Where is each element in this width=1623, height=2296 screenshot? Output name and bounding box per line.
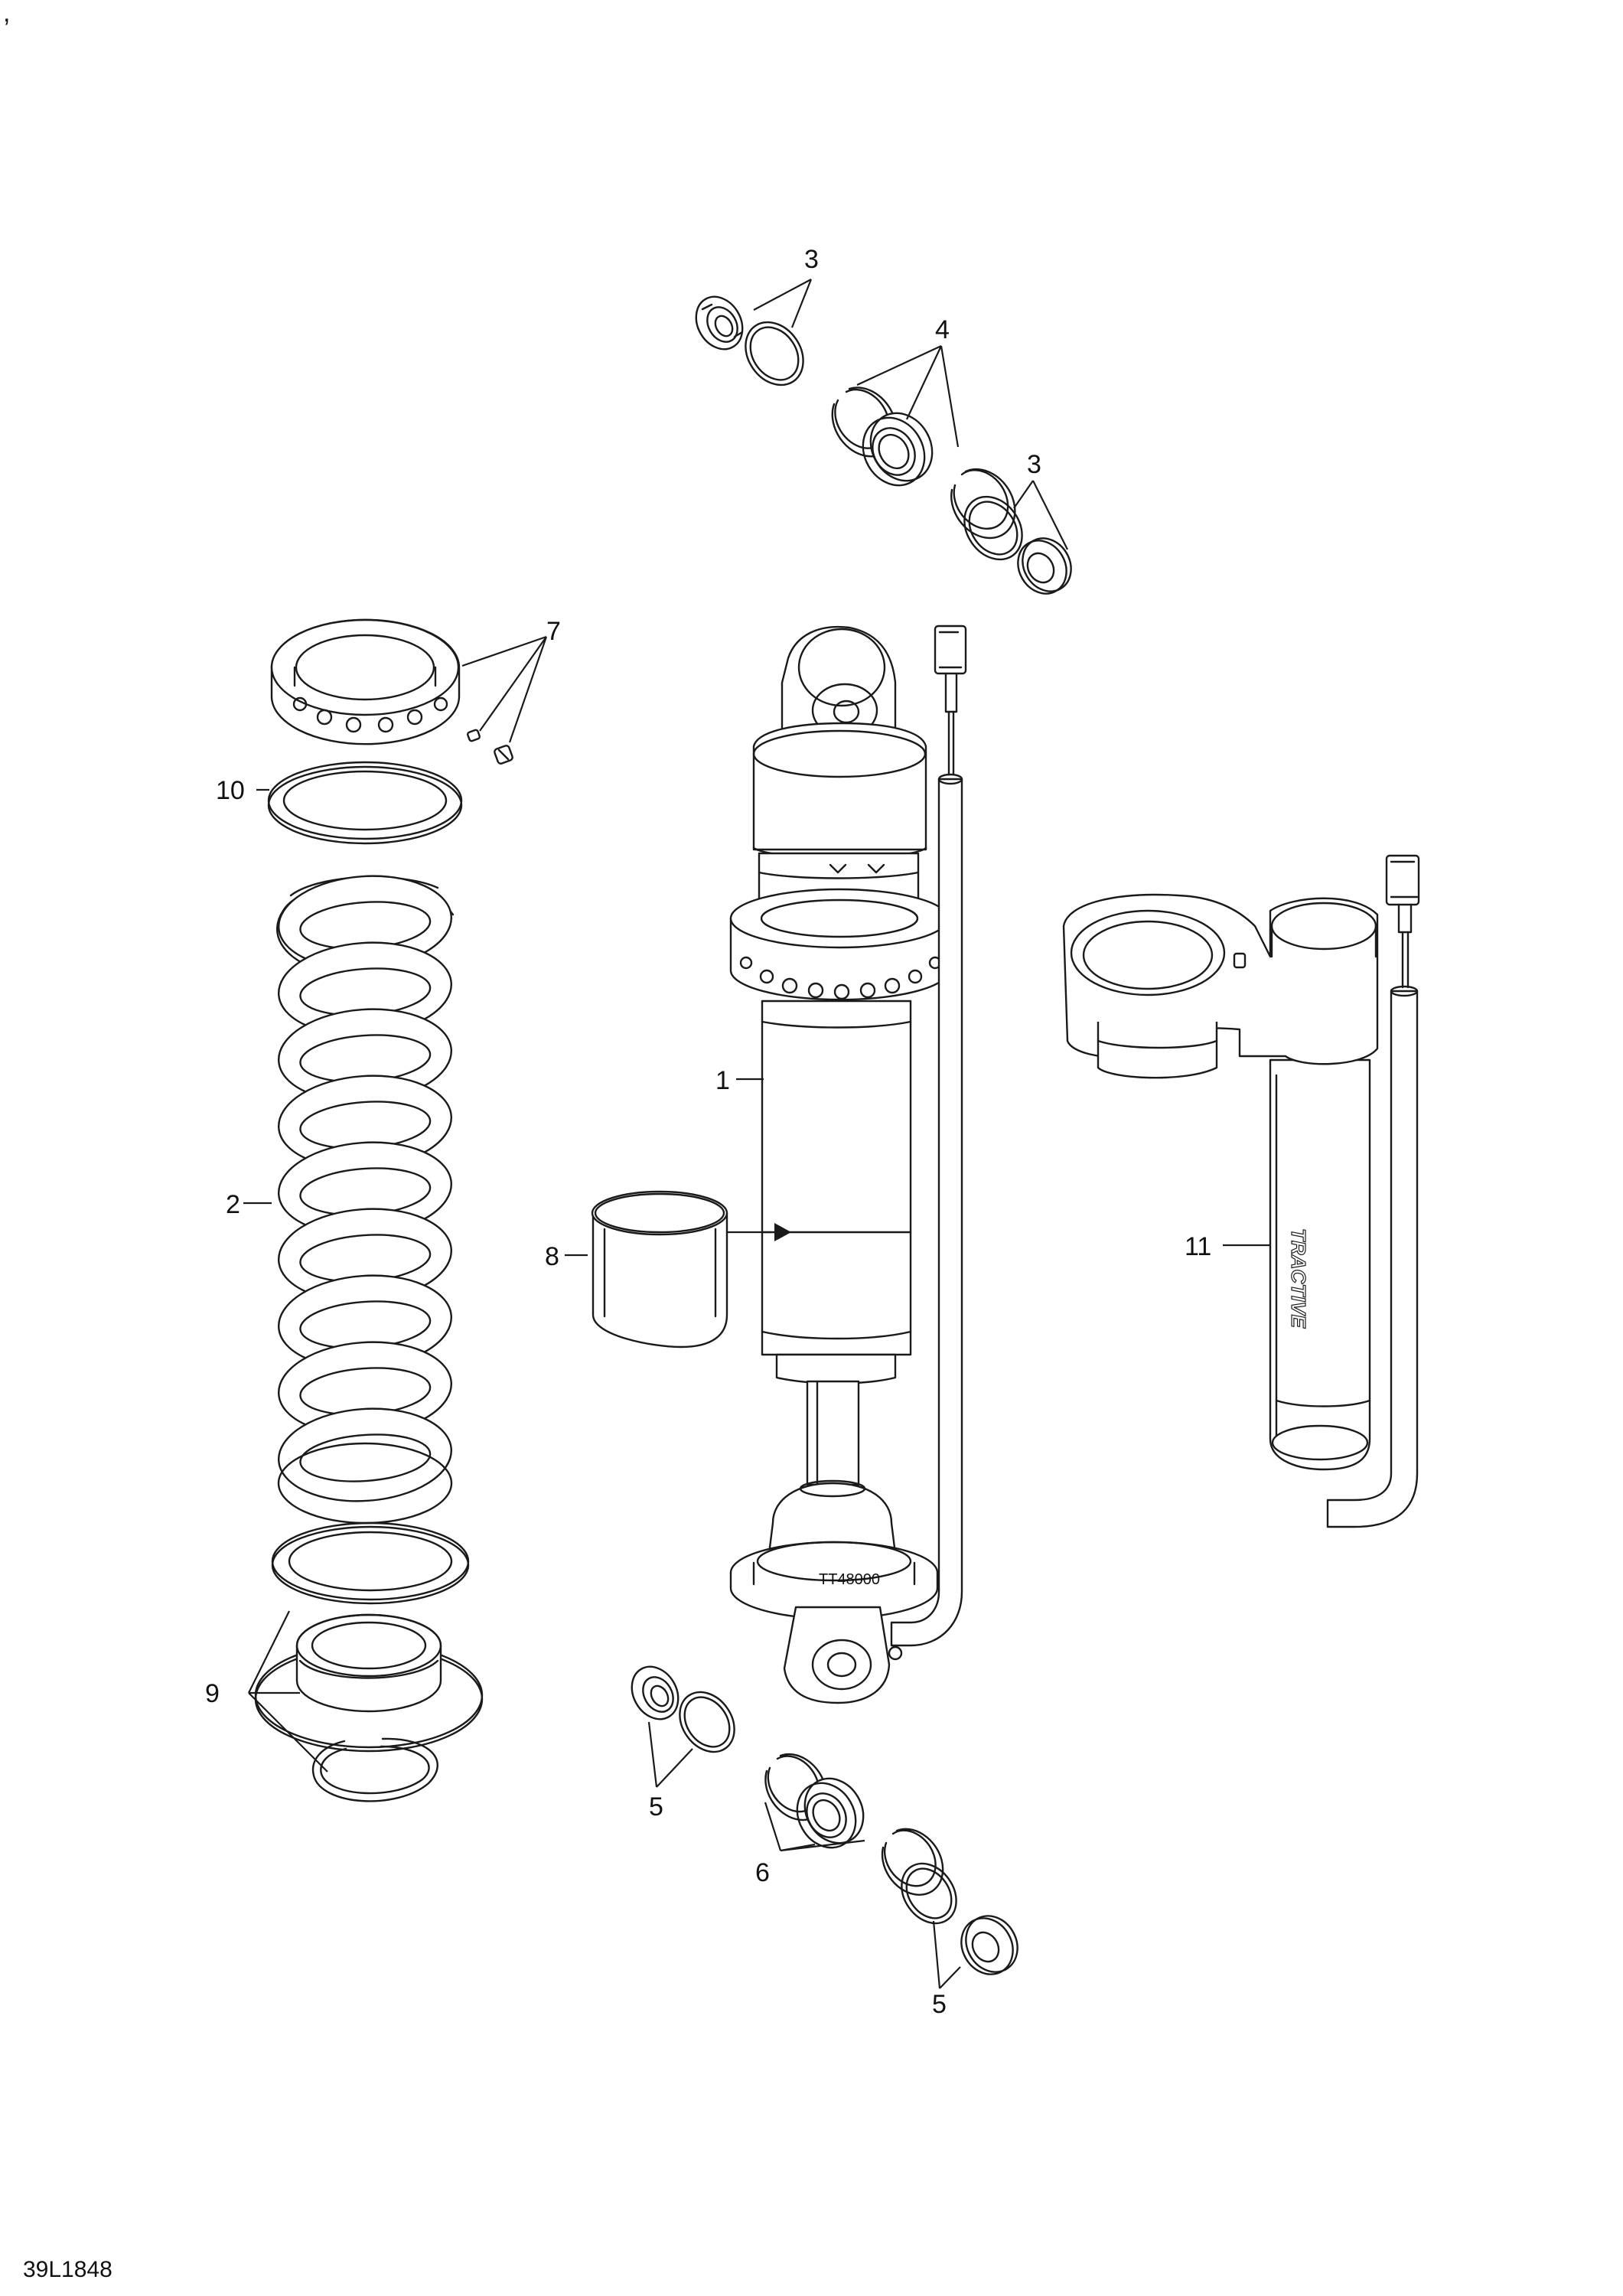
callout-2: 2 [226,1190,240,1219]
callout-7: 7 [546,617,561,646]
callout-3-right: 3 [1027,450,1041,479]
callout-10: 10 [216,776,245,805]
drawing-reference: 39L1848 [23,2257,112,2282]
lower-bushing-left [631,1665,680,1720]
callout-6: 6 [755,1858,770,1887]
lower-bushing-right [960,1915,1018,1975]
callout-9: 9 [205,1679,220,1708]
spring-seat-circlip [311,1737,438,1802]
callout-11: 11 [1185,1232,1211,1261]
corner-mark: , [3,0,10,28]
callout-5-left: 5 [649,1792,663,1821]
lower-washer-right [901,1862,957,1925]
upper-washer-right [963,495,1023,561]
shock-serial-marking: TT48000 [819,1571,880,1588]
upper-washer-left [745,321,804,386]
lower-washer-left [679,1691,735,1753]
spring-washer-9 [271,1521,470,1605]
top-bushing-set [695,279,1072,595]
lower-circlip-right [881,1828,944,1896]
callout-3-top: 3 [804,245,819,274]
upper-bushing-right [1017,537,1072,595]
reservoir: TRACTIVE [1062,854,1420,1528]
bottom-bushing-set [631,1665,1018,1989]
reservoir-brand-marking: TRACTIVE [1287,1228,1310,1329]
spring-seat [254,1613,484,1753]
callout-1: 1 [715,1066,730,1095]
shock-absorber-body: TT48000 [729,625,950,1704]
set-screws [467,729,513,765]
callout-4: 4 [935,315,950,344]
spring-coil-inner [299,1433,432,1482]
callout-8: 8 [545,1242,559,1271]
upper-bearing [862,412,934,487]
adjuster-ring [270,618,461,745]
sleeve [591,1190,728,1349]
spring-washer-10 [267,761,463,845]
upper-bushing-left [695,295,744,351]
upper-circlip-right [950,468,1016,540]
lower-bearing [796,1777,865,1849]
shock-hose-and-connector [890,625,967,1647]
callout-5-right: 5 [932,1990,947,2019]
coil-spring [275,875,455,1525]
